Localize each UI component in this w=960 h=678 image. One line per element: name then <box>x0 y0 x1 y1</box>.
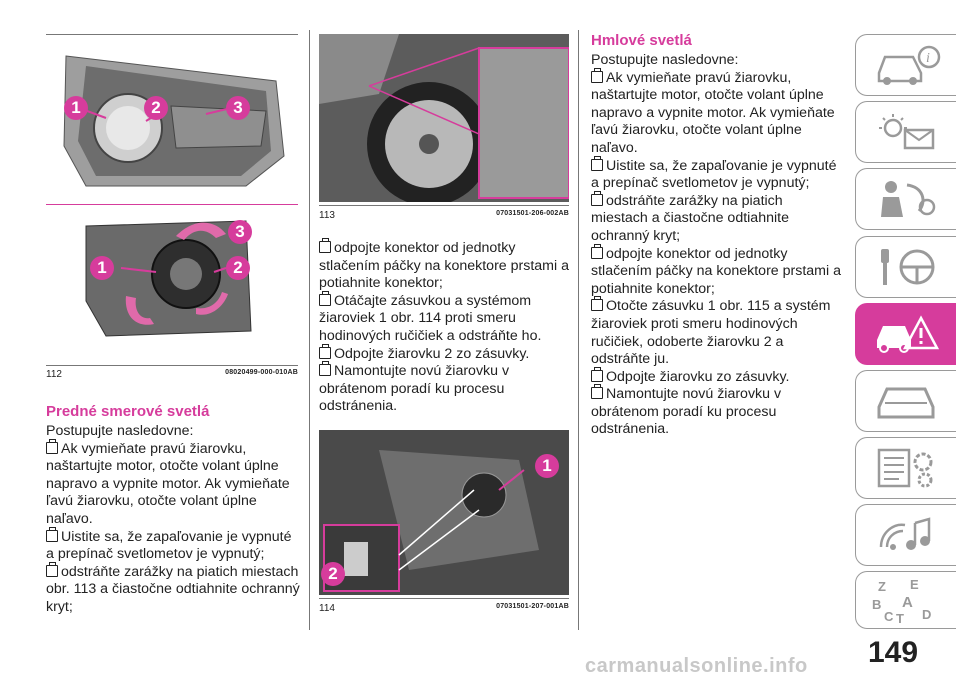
step: Otáčajte zásuvkou a systémom žiaroviek 1… <box>319 290 542 344</box>
figure-114-photo: 1 2 <box>319 430 569 595</box>
index-letter: A <box>902 594 913 611</box>
step: Uistite sa, že zapaľovanie je vypnuté a … <box>46 526 292 563</box>
callout-2: 2 <box>144 96 168 120</box>
step: Namontujte novú žiarovku v obrátenom por… <box>319 361 510 415</box>
figure-number: 112 <box>46 369 62 380</box>
tab-car-maintenance[interactable] <box>855 370 956 432</box>
step: odpojte konektor od jednotky stlačením p… <box>319 238 569 292</box>
svg-text:i: i <box>926 51 930 66</box>
callout-3: 3 <box>226 96 250 120</box>
step: Ak vymieňate pravú žiarovku, naštartujte… <box>46 438 290 527</box>
top-rule <box>46 34 298 35</box>
key-steering-wheel-icon <box>881 249 935 285</box>
index-letter: T <box>896 611 904 625</box>
car-maintenance-icon <box>877 387 935 419</box>
step: Odpojte žiarovku zo zásuvky. <box>591 366 843 387</box>
checkbox-icon <box>46 438 58 454</box>
caption-rule <box>46 365 298 366</box>
caption-rule <box>319 598 569 599</box>
car-info-icon: i <box>877 45 941 85</box>
checkbox-icon <box>591 296 603 312</box>
callout-3: 3 <box>228 220 252 244</box>
figure-113-caption: 113 07031501-206-002AB <box>319 210 569 221</box>
tab-key-steering[interactable] <box>855 236 956 298</box>
checkbox-icon <box>319 361 331 377</box>
intro-text: Postupujte nasledovne: <box>591 52 739 68</box>
figure-112-caption: 112 08020499-000-010AB <box>46 369 298 380</box>
checkbox-icon <box>591 384 603 400</box>
figure-112-bottom-photo: 3 1 2 <box>46 206 298 354</box>
checkbox-icon <box>319 343 331 359</box>
figure-number: 113 <box>319 210 335 221</box>
front-lights-text: Postupujte nasledovne: Ak vymieňate prav… <box>46 423 302 617</box>
checkbox-icon <box>319 238 331 253</box>
index-letter: C <box>884 609 894 624</box>
checkbox-icon <box>319 290 331 306</box>
checkbox-icon <box>591 190 603 206</box>
section-heading-front-lights: Predné smerové svetlá <box>46 403 210 420</box>
index-letters-icon: Z E A B C T D <box>872 577 931 625</box>
tab-emergency[interactable] <box>855 303 956 365</box>
checkbox-icon <box>591 366 603 382</box>
figure-code: 07031501-207-001AB <box>496 603 569 610</box>
step: odpojte konektor od jednotky stlačením p… <box>591 243 841 297</box>
middle-steps: odpojte konektor od jednotky stlačením p… <box>319 238 571 416</box>
caption-rule <box>319 205 569 206</box>
intro-text: Postupujte nasledovne: <box>46 423 194 439</box>
step: Uistite sa, že zapaľovanie je vypnuté a … <box>591 155 837 192</box>
step: odstráňte zarážky na piatich miestach ob… <box>46 561 300 615</box>
callout-1: 1 <box>535 454 559 478</box>
step: Otočte zásuvku 1 obr. 115 a systém žiaro… <box>591 296 831 368</box>
checkbox-icon <box>46 561 58 577</box>
technical-data-icon <box>877 448 933 488</box>
checkbox-icon <box>591 155 603 171</box>
column-divider-1 <box>309 30 310 630</box>
callout-2: 2 <box>321 562 345 586</box>
figure-divider <box>46 204 298 205</box>
index-letter: D <box>922 607 931 622</box>
callout-1: 1 <box>90 256 114 280</box>
index-letter: B <box>872 597 881 612</box>
column-divider-2 <box>578 30 579 630</box>
figure-number: 114 <box>319 603 335 614</box>
tab-technical-data[interactable] <box>855 437 956 499</box>
emergency-car-icon <box>877 315 940 353</box>
step: Odpojte žiarovku 2 zo zásuvky. <box>319 343 571 364</box>
figure-114-caption: 114 07031501-207-001AB <box>319 603 569 614</box>
multimedia-icon <box>879 517 931 550</box>
tab-multimedia[interactable] <box>855 504 956 566</box>
index-letter: Z <box>878 579 886 594</box>
tab-index[interactable]: Z E A B C T D <box>855 571 956 629</box>
footer-watermark: carmanualsonline.info <box>585 655 808 677</box>
step: Namontujte novú žiarovku v obrátenom por… <box>591 384 782 438</box>
safety-airbag-icon <box>881 181 936 217</box>
fog-lights-text: Postupujte nasledovne: Ak vymieňate prav… <box>591 52 843 439</box>
figure-112-top-photo: 1 2 3 <box>46 36 298 202</box>
callout-2: 2 <box>226 256 250 280</box>
dashboard-lights-icon <box>879 114 935 150</box>
step: odstráňte zarážky na piatich miestach a … <box>591 190 789 244</box>
tab-car-info[interactable]: i <box>855 34 956 96</box>
index-letter: E <box>910 577 919 592</box>
figure-113-photo <box>319 34 569 202</box>
page-number: 149 <box>868 636 919 669</box>
tab-dashboard-lights[interactable] <box>855 101 956 163</box>
checkbox-icon <box>591 243 603 259</box>
step: Ak vymieňate pravú žiarovku, naštartujte… <box>591 67 835 156</box>
callout-1: 1 <box>64 96 88 120</box>
figure-code: 08020499-000-010AB <box>225 369 298 376</box>
checkbox-icon <box>591 67 603 83</box>
checkbox-icon <box>46 526 58 542</box>
tab-safety[interactable] <box>855 168 956 230</box>
figure-code: 07031501-206-002AB <box>496 210 569 217</box>
section-heading-fog-lights: Hmlové svetlá <box>591 32 692 49</box>
